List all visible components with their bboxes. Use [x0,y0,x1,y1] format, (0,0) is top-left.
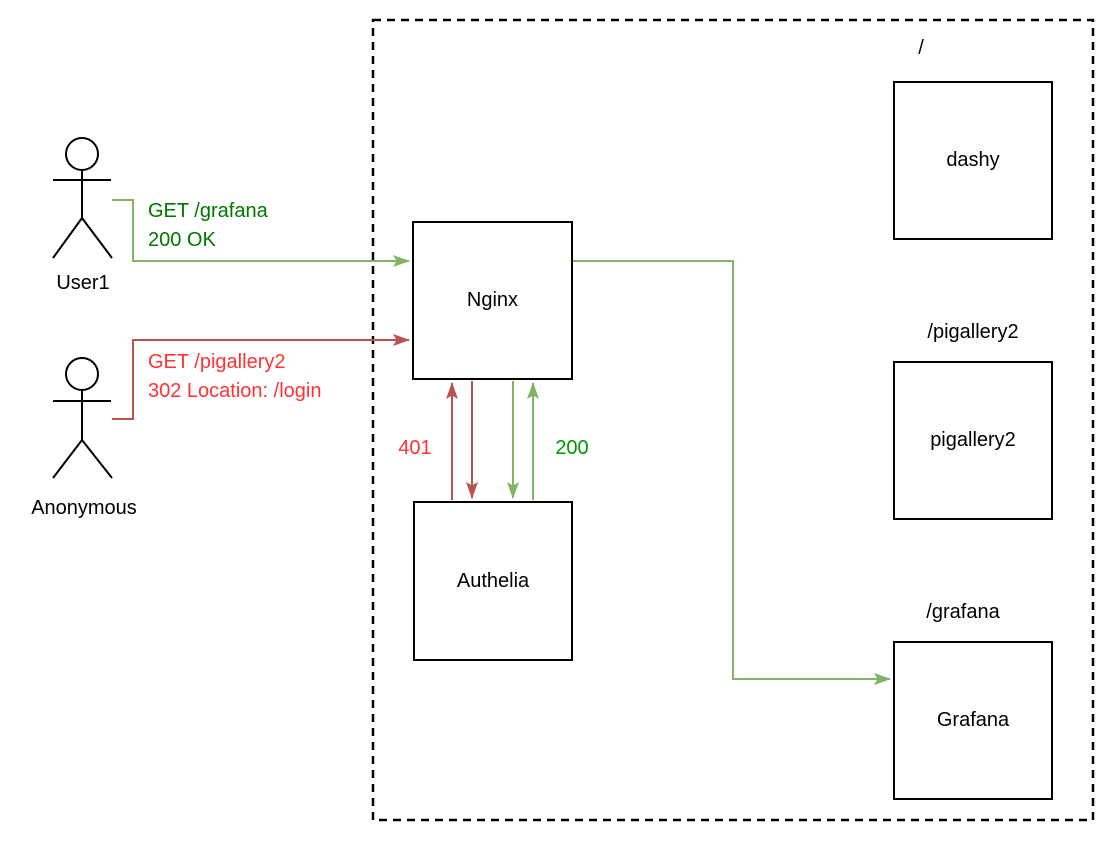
nginx-node-label: Nginx [466,289,519,311]
user1-request-line: GET /grafana [148,200,268,222]
dashy-node-label: dashy [946,149,1000,171]
anonymous-actor-icon [52,357,113,479]
user1-actor-icon [52,137,113,259]
nginx-node: Nginx [412,221,573,380]
anonymous-request-line: GET /pigallery2 [148,351,286,373]
edge-anonymous-to-nginx [112,334,410,420]
anonymous-request-annotation: GET /pigallery2 302 Location: /login [148,348,321,406]
status-401-label: 401 [398,437,432,459]
authelia-node: Authelia [413,501,573,661]
authelia-node-label: Authelia [456,569,530,592]
anonymous-actor-label: Anonymous [31,497,137,519]
edge-nginx-to-grafana [573,260,891,685]
anonymous-response-line: 302 Location: /login [148,380,322,402]
edge-user1-to-nginx [112,199,410,267]
server-boundary-box [371,18,1095,822]
grafana-node: Grafana [893,641,1053,800]
pigallery2-route-label: /pigallery2 [927,321,1019,343]
status-200-label: 200 [555,437,589,459]
grafana-route-label: /grafana [926,601,1000,623]
user1-actor-label: User1 [56,272,110,294]
pigallery2-node: pigallery2 [893,361,1053,520]
dashy-node: dashy [893,81,1053,240]
user1-request-annotation: GET /grafana 200 OK [148,197,268,255]
dashy-route-label: / [918,37,924,59]
user1-response-line: 200 OK [148,229,216,251]
grafana-node-label: Grafana [936,709,1010,731]
pigallery2-node-label: pigallery2 [930,429,1016,451]
